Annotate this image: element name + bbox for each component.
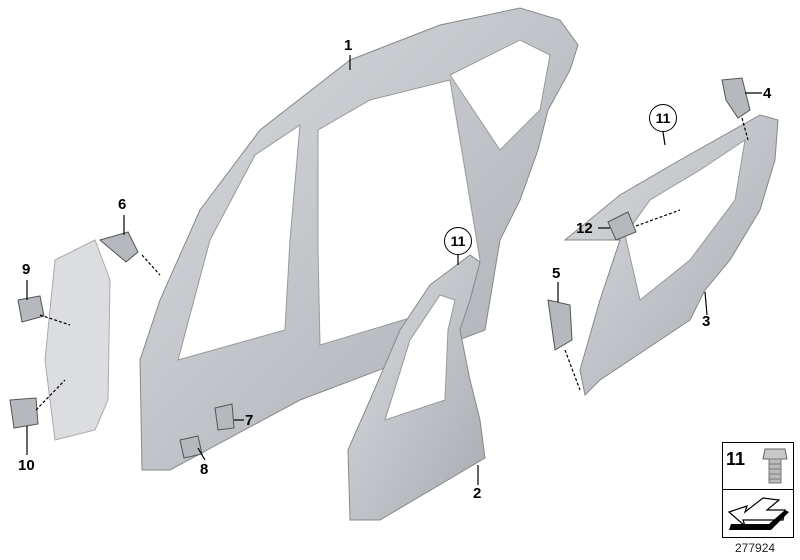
callout-3[interactable]: 3 <box>702 313 711 330</box>
bracket-part-9[interactable] <box>17 295 45 323</box>
callout-1[interactable]: 1 <box>344 37 353 54</box>
diagram-number: 277924 <box>735 541 776 555</box>
front-section-part-2[interactable] <box>347 254 486 521</box>
callout-5[interactable]: 5 <box>552 265 561 282</box>
legend-box: 11 <box>722 442 794 538</box>
bracket-part-6[interactable] <box>98 231 139 263</box>
side-frame-part-1[interactable] <box>139 7 579 471</box>
callout-11-rear[interactable]: 11 <box>649 104 677 132</box>
bracket-part-12[interactable] <box>607 211 637 241</box>
bracket-part-4[interactable] <box>721 77 751 119</box>
callout-6[interactable]: 6 <box>118 196 127 213</box>
callout-7[interactable]: 7 <box>245 412 254 429</box>
reinforcement-panel[interactable] <box>44 239 111 441</box>
arrow-icon <box>727 497 789 530</box>
callout-10[interactable]: 10 <box>18 457 35 474</box>
rear-section-part-3[interactable] <box>563 114 779 397</box>
callout-2[interactable]: 2 <box>473 485 482 502</box>
callout-4[interactable]: 4 <box>763 85 772 102</box>
screw-icon <box>762 448 788 484</box>
callout-12[interactable]: 12 <box>576 220 593 237</box>
legend-part-number: 11 <box>726 449 746 469</box>
bracket-part-8[interactable] <box>179 435 203 459</box>
callout-9[interactable]: 9 <box>22 261 31 278</box>
bracket-part-10[interactable] <box>9 397 39 429</box>
bracket-part-7[interactable] <box>214 403 235 431</box>
bracket-part-5[interactable] <box>547 299 573 351</box>
callout-8[interactable]: 8 <box>200 461 209 478</box>
callout-11-front[interactable]: 11 <box>444 227 472 255</box>
leader-lines <box>26 55 762 485</box>
